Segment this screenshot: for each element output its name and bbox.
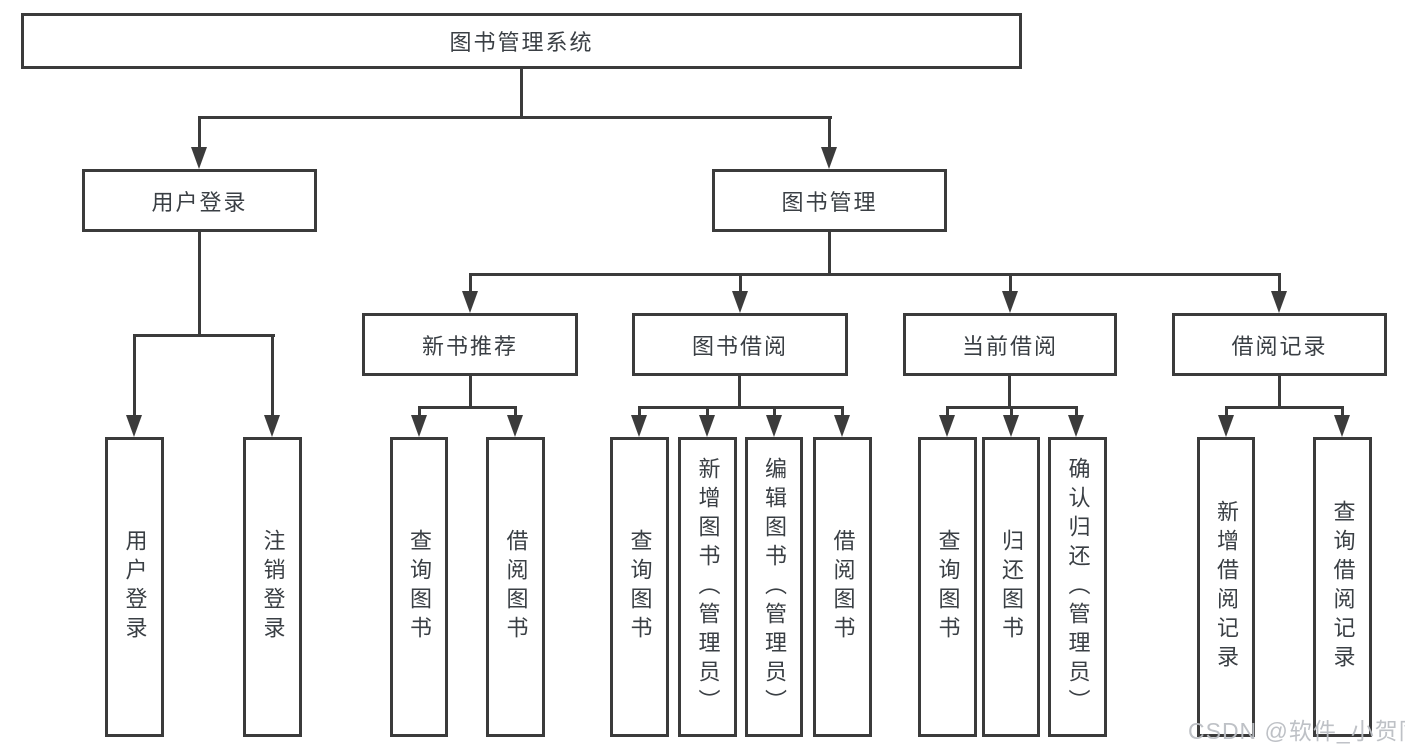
leaf-add-book-admin: 新增图书（管理员） [678,437,737,737]
connector-line [198,232,201,337]
arrow-down-icon [631,415,647,437]
node-label: 借阅记录 [1231,333,1328,359]
node-user-login: 用户登录 [82,169,317,232]
node-label: 新增图书（管理员） [695,456,721,718]
connector-line [198,116,832,119]
node-label: 查询图书 [407,529,432,645]
arrow-down-icon [1271,291,1287,313]
node-label: 当前借阅 [961,333,1058,359]
arrow-down-icon [766,415,782,437]
connector-line [1225,406,1343,409]
leaf-borrow-book-recommend: 借阅图书 [486,437,545,737]
connector-line [418,406,517,409]
connector-line [841,406,844,418]
node-label: 图书管理系统 [449,30,594,55]
leaf-user-login: 用户登录 [105,437,164,737]
connector-line [1278,376,1281,409]
leaf-return-book: 归还图书 [982,437,1040,737]
arrow-down-icon [939,415,955,437]
arrow-down-icon [126,415,142,437]
arrow-down-icon [411,415,427,437]
connector-line [1010,406,1013,418]
node-book-borrow: 图书借阅 [632,313,848,376]
connector-line [133,334,136,417]
leaf-borrow-book: 借阅图书 [813,437,872,737]
connector-line [1278,273,1281,293]
connector-line [469,273,472,293]
connector-line [773,406,776,418]
connector-line [1341,406,1344,418]
connector-line [469,376,472,409]
arrow-down-icon [264,415,280,437]
node-book-management: 图书管理 [712,169,947,232]
arrow-down-icon [1334,415,1350,437]
arrow-down-icon [1068,415,1084,437]
connector-line [738,376,741,409]
arrow-down-icon [191,147,207,169]
arrow-down-icon [1002,291,1018,313]
node-label: 用户登录 [122,529,148,645]
node-label: 归还图书 [999,529,1024,645]
node-new-book-recommend: 新书推荐 [362,313,578,376]
leaf-confirm-return-admin: 确认归还（管理员） [1048,437,1107,737]
node-label: 注销登录 [260,529,286,645]
arrow-down-icon [732,291,748,313]
connector-line [1075,406,1078,418]
csdn-watermark: CSDN @软件_小贺同学 [1188,718,1405,744]
connector-line [638,406,641,418]
connector-line [469,273,1281,276]
leaf-query-book-borrow: 查询图书 [610,437,669,737]
connector-line [271,334,274,417]
node-label: 查询借阅记录 [1330,500,1356,674]
connector-line [946,406,949,418]
node-label: 借阅图书 [830,529,856,645]
connector-line [418,406,421,418]
connector-line [828,116,831,149]
connector-line [1009,273,1012,293]
arrow-down-icon [507,415,523,437]
node-label: 查询图书 [935,529,961,645]
node-root-system: 图书管理系统 [21,13,1022,69]
node-label: 图书管理 [781,189,878,215]
leaf-query-borrow-record: 查询借阅记录 [1313,437,1372,737]
arrow-down-icon [1218,415,1234,437]
node-label: 图书借阅 [691,333,788,359]
arrow-down-icon [462,291,478,313]
leaf-edit-book-admin: 编辑图书（管理员） [745,437,803,737]
connector-line [520,69,523,119]
node-label: 新增借阅记录 [1214,500,1239,674]
node-label: 确认归还（管理员） [1065,456,1091,718]
leaf-logout: 注销登录 [243,437,302,737]
node-label: 借阅图书 [503,529,529,645]
connector-line [706,406,709,418]
connector-line [198,116,201,149]
node-label: 用户登录 [151,189,248,215]
arrow-down-icon [1003,415,1019,437]
leaf-query-book-recommend: 查询图书 [390,437,448,737]
connector-line [1008,376,1011,409]
arrow-down-icon [699,415,715,437]
node-label: 编辑图书（管理员） [762,456,787,718]
connector-line [739,273,742,293]
connector-line [133,334,275,337]
connector-line [638,406,844,409]
connector-line [514,406,517,418]
node-current-borrow: 当前借阅 [903,313,1117,376]
leaf-add-borrow-record: 新增借阅记录 [1197,437,1255,737]
arrow-down-icon [834,415,850,437]
connector-line [828,232,831,276]
connector-line [1225,406,1228,418]
arrow-down-icon [821,147,837,169]
node-borrow-record: 借阅记录 [1172,313,1387,376]
node-label: 新书推荐 [421,333,518,359]
leaf-query-book-current: 查询图书 [918,437,977,737]
node-label: 查询图书 [627,529,653,645]
